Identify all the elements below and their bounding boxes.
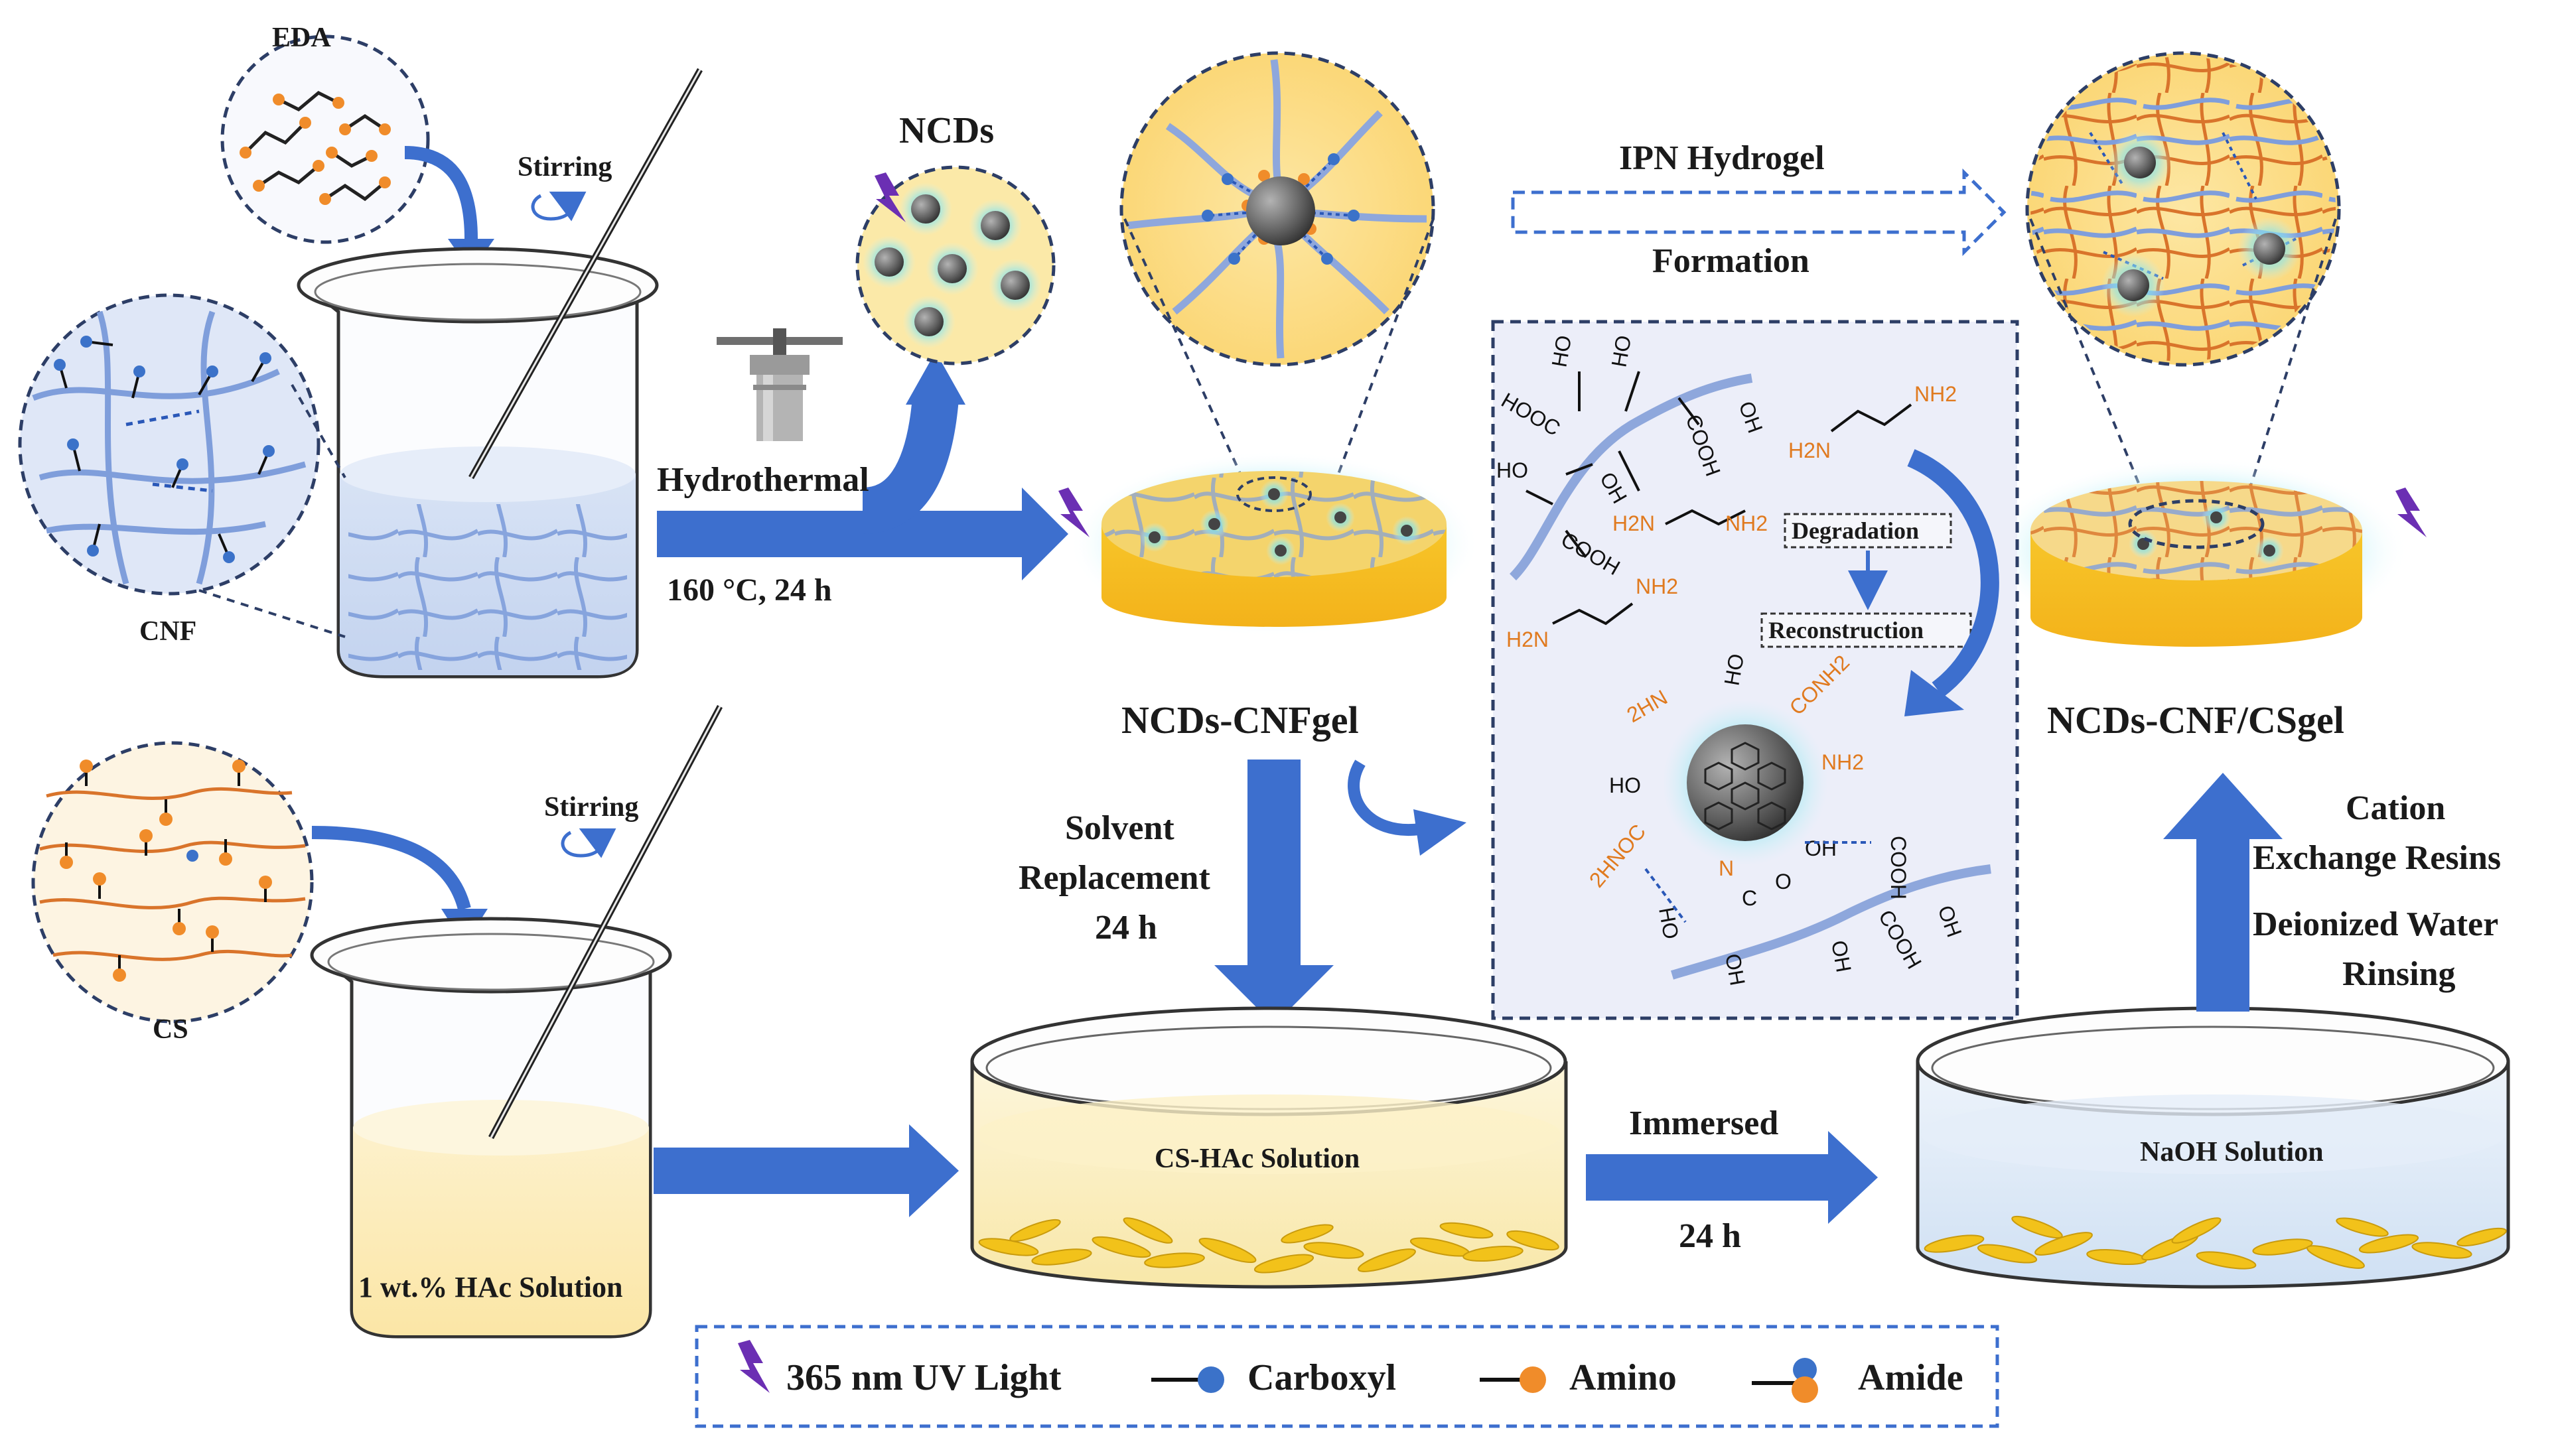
ncds-cnf-csgel-puck <box>1984 458 2427 647</box>
chem-ho-left: HO <box>1609 773 1641 797</box>
conditions-label: 160 °C, 24 h <box>667 572 832 608</box>
immersed-arrow <box>1586 1131 1878 1224</box>
stirring-bottom-icon <box>561 828 616 858</box>
autoclave-icon <box>717 328 843 441</box>
solvent-replacement-arrow <box>1214 760 1334 1025</box>
ipn-label-line2: Formation <box>1652 242 1809 280</box>
chem-ho-lower: HO <box>1654 905 1683 941</box>
naoh-dish <box>1916 1006 2510 1289</box>
legend: 365 nm UV Light Carboxyl Amino Amide <box>695 1325 1999 1428</box>
deion-label-1: Deionized Water <box>2253 905 2498 943</box>
hac-solution-label: 1 wt.% HAc Solution <box>358 1271 622 1303</box>
ncd-cnf-cs-zoom-inset <box>2025 51 2341 511</box>
cnf-fiber-inset <box>18 293 346 638</box>
naoh-solution-label: NaOH Solution <box>2140 1137 2324 1167</box>
immersed-label: Immersed <box>1629 1104 1778 1142</box>
amide-legend-dot-blue <box>1793 1358 1817 1382</box>
rinsing-up-arrow <box>2163 773 2283 1012</box>
ncds-label: NCDs <box>899 110 994 151</box>
mechanism-panel: HO HO COOH OH HOOC OH HO COOH NH2 H2N H2… <box>1491 320 2019 1020</box>
cs-label: CS <box>153 1014 188 1045</box>
hac-beaker <box>310 704 723 1339</box>
cnf-beaker <box>297 68 703 679</box>
chem-oh-lower-2: OH <box>1721 952 1750 988</box>
legend-amino-label: Amino <box>1569 1357 1677 1398</box>
ncds-inset <box>855 165 1056 365</box>
chem-ho-2: HO <box>1606 334 1636 369</box>
chem-nh2-3: NH2 <box>1636 574 1678 598</box>
stirring-top-label: Stirring <box>518 152 612 182</box>
cation-label-2: Exchange Resins <box>2253 839 2501 877</box>
chem-oh-ring: OH <box>1805 836 1837 860</box>
deion-label-2: Rinsing <box>2342 955 2456 993</box>
solvent-label-1: Solvent <box>1065 809 1174 847</box>
hydrothermal-label: Hydrothermal <box>657 461 869 499</box>
chem-nh2-1: NH2 <box>1914 382 1957 406</box>
beaker-to-dish-arrow <box>654 1124 959 1217</box>
cs-chain-inset <box>31 741 314 1024</box>
ncds-cnfgel-puck <box>1058 451 1480 637</box>
cs-to-beaker-arrow <box>311 826 471 911</box>
cnf-label: CNF <box>139 616 196 647</box>
chem-ho-3: HO <box>1496 458 1528 482</box>
chem-h2n-2: H2N <box>1612 511 1655 535</box>
chem-c-amide: C <box>1742 886 1757 910</box>
ipn-formation-arrow <box>1511 168 2007 257</box>
chem-nh2-2: NH2 <box>1725 511 1768 535</box>
legend-uv-label: 365 nm UV Light <box>786 1357 1062 1398</box>
ncd-cnf-zoom-inset <box>1119 51 1435 505</box>
carboxyl-legend-dot <box>1198 1366 1224 1393</box>
cs-hac-solution-label: CS-HAc Solution <box>1155 1144 1360 1174</box>
uv-light-icon <box>738 1340 770 1393</box>
chem-cooh-ring: COOH <box>1886 836 1910 899</box>
gel-to-mechanism-arrowhead <box>1413 809 1466 856</box>
gel-to-mechanism-arrow <box>1348 760 1421 836</box>
stirring-bottom-label: Stirring <box>544 792 638 823</box>
reconstruction-label: Reconstruction <box>1768 617 1924 643</box>
legend-amide-label: Amide <box>1858 1357 1963 1398</box>
eda-label: EDA <box>272 23 331 53</box>
chem-ho-top: HO <box>1719 652 1748 688</box>
ncds-cnf-csgel-label: NCDs-CNF/CSgel <box>2047 698 2344 742</box>
chem-nh2-ring: NH2 <box>1821 750 1864 774</box>
stirring-top-icon <box>531 191 587 222</box>
solvent-label-3: 24 h <box>1095 909 1157 947</box>
amide-legend-dot-orange <box>1792 1376 1818 1403</box>
cs-hac-dish <box>970 1006 1568 1289</box>
immersed-time-label: 24 h <box>1679 1217 1741 1255</box>
cation-label-1: Cation <box>2346 789 2445 827</box>
chem-h2n-3: H2N <box>1506 628 1549 651</box>
hydrothermal-arrow <box>657 352 1068 580</box>
chem-h2n-1: H2N <box>1788 438 1831 462</box>
degradation-label: Degradation <box>1792 517 1919 544</box>
amino-legend-dot <box>1520 1366 1546 1393</box>
legend-carboxyl-label: Carboxyl <box>1247 1357 1396 1398</box>
eda-to-beaker-arrow <box>404 146 478 239</box>
ncds-cnfgel-label: NCDs-CNFgel <box>1121 698 1359 742</box>
ipn-label-line1: IPN Hydrogel <box>1619 139 1825 177</box>
chem-n-amide: N <box>1719 856 1734 880</box>
solvent-label-2: Replacement <box>1019 859 1210 897</box>
chem-ho-1: HO <box>1547 334 1576 369</box>
chem-oh-lower-3: OH <box>1827 939 1856 974</box>
chem-o-amide: O <box>1775 870 1792 893</box>
eda-molecule-inset <box>220 34 430 244</box>
